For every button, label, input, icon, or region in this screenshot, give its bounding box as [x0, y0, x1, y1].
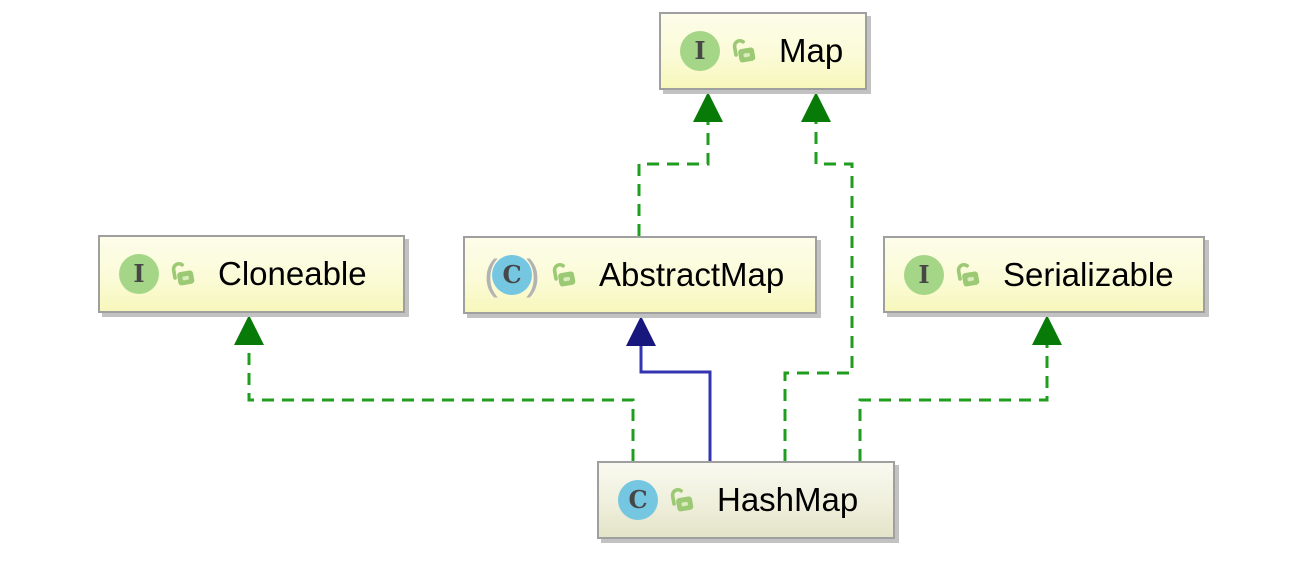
class-name-label: Serializable: [1003, 255, 1174, 293]
class-node-cloneable[interactable]: I Cloneable: [98, 235, 405, 313]
class-icon: C: [492, 255, 532, 295]
edge-arrowhead-icon: [626, 316, 656, 346]
interface-icon-letter: I: [694, 36, 706, 65]
class-node-abstractmap[interactable]: ( C ) AbstractMap: [463, 236, 817, 314]
edge-line: [637, 122, 710, 236]
class-name-label: AbstractMap: [599, 256, 785, 293]
interface-icon-letter: I: [133, 259, 145, 288]
edge-line: [639, 346, 712, 461]
edge-arrowhead-icon: [234, 315, 264, 345]
class-icon-letter: C: [502, 260, 522, 289]
edge-line: [247, 345, 635, 461]
class-name-label: Map: [779, 32, 844, 69]
interface-icon: I: [119, 254, 159, 294]
edge-arrowhead-icon: [801, 92, 831, 122]
class-node-map[interactable]: I Map: [659, 12, 867, 90]
edge-arrowhead-icon: [1032, 315, 1062, 345]
class-icon-letter: C: [628, 485, 648, 514]
edge-line: [783, 122, 854, 461]
interface-icon-letter: I: [918, 259, 930, 289]
class-node-hashmap[interactable]: C HashMap: [597, 461, 895, 539]
edge-hashmap-implements-map: [783, 92, 854, 461]
interface-icon: I: [904, 254, 944, 295]
public-lock-icon: [551, 260, 578, 290]
class-name-label: HashMap: [717, 481, 859, 518]
class-node-serializable[interactable]: I Serializable: [883, 236, 1205, 313]
class-icon: C: [618, 480, 658, 520]
abstract-class-icon: ( C ): [484, 254, 540, 296]
edge-hashmap-implements-serializable: [858, 315, 1062, 461]
class-name-label: Cloneable: [218, 255, 367, 292]
public-lock-icon: [170, 259, 197, 289]
edge-line: [858, 345, 1049, 461]
public-lock-icon: [731, 36, 758, 66]
interface-icon: I: [680, 31, 720, 71]
abstract-paren-close: ): [526, 251, 540, 298]
edge-arrowhead-icon: [693, 92, 723, 122]
edge-hashmap-implements-cloneable: [234, 315, 635, 461]
public-lock-icon: [955, 260, 982, 289]
edge-abstractmap-implements-map: [637, 92, 723, 236]
public-lock-icon: [669, 485, 696, 515]
edge-hashmap-extends-abstractmap: [626, 316, 712, 461]
